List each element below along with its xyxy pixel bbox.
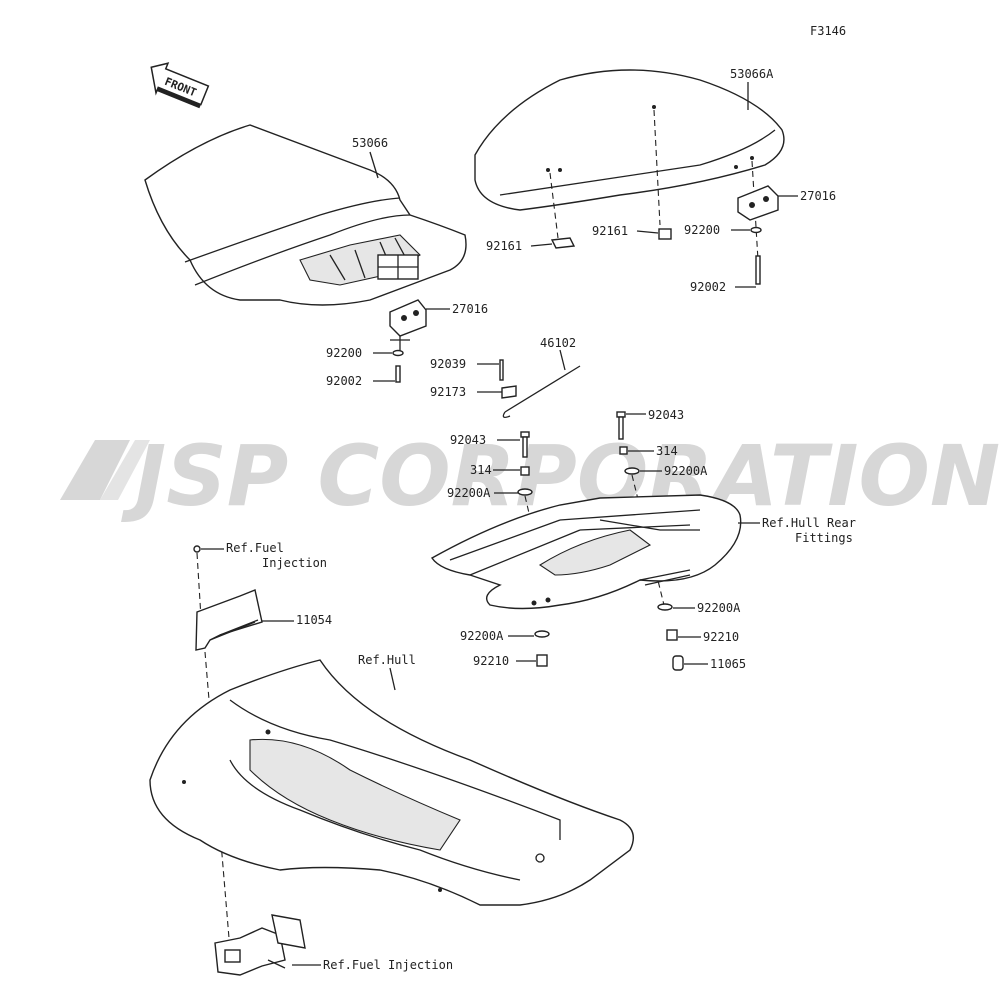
bolt-left-head (520, 431, 530, 438)
cap (672, 655, 684, 671)
clip-left (550, 237, 576, 249)
front-arrow-icon: FRONT (150, 62, 210, 109)
label-ref-hull-rear-2: Fittings (795, 531, 853, 545)
label-hinge-front: 27016 (452, 302, 488, 316)
front-seat (144, 124, 467, 306)
bolt-right (618, 416, 624, 440)
label-washer-left-bottom: 92200A (460, 629, 504, 643)
label-seat-rear: 53066A (730, 67, 774, 81)
label-pin: 92039 (430, 357, 466, 371)
label-clip-right: 92161 (592, 224, 628, 238)
label-ref-fuel-1: Ref.Fuel (226, 541, 284, 555)
label-bolt-left: 92043 (450, 433, 486, 447)
washer-left-top (517, 488, 533, 496)
ref-fuel-screw (193, 545, 201, 553)
hull (149, 659, 634, 906)
label-collar-right: 314 (656, 444, 678, 458)
rear-hinge (737, 185, 779, 221)
washer-left-bottom (534, 630, 550, 638)
label-collar-left: 314 (470, 463, 492, 477)
label-ref-fuel-bottom: Ref.Fuel Injection (323, 958, 453, 972)
label-ref-hull: Ref.Hull (358, 653, 416, 667)
label-clamp: 92173 (430, 385, 466, 399)
label-bolt-rear: 92002 (690, 280, 726, 294)
watermark: JSP CORPORATION (60, 427, 1000, 525)
label-cap: 11065 (710, 657, 746, 671)
washer-right-top (624, 467, 640, 475)
label-nut-left: 92210 (473, 654, 509, 668)
label-seat-front: 53066 (352, 136, 388, 150)
bracket (195, 589, 263, 651)
label-nut-right: 92210 (703, 630, 739, 644)
washer-right-bottom (657, 603, 673, 611)
pin (499, 359, 504, 381)
label-bolt-right: 92043 (648, 408, 684, 422)
front-hinge (389, 299, 427, 352)
bolt-front (395, 365, 401, 383)
label-washer-right-bottom: 92200A (697, 601, 741, 615)
label-washer-front: 92200 (326, 346, 362, 360)
hull-rear-fittings (430, 494, 742, 610)
label-washer-rear: 92200 (684, 223, 720, 237)
nut-left (536, 654, 548, 667)
seat-rod (502, 365, 581, 418)
bolt-left (522, 436, 528, 458)
label-washer-right-top: 92200A (664, 464, 708, 478)
clip-right (658, 228, 672, 240)
bolt-right-head (616, 411, 626, 418)
nut-right (666, 629, 678, 641)
label-ref-hull-rear-1: Ref.Hull Rear (762, 516, 856, 530)
bolt-rear (755, 255, 761, 285)
label-rod: 46102 (540, 336, 576, 350)
fuel-injection-bracket (214, 914, 306, 976)
label-bolt-front: 92002 (326, 374, 362, 388)
collar-right (619, 446, 628, 455)
washer-rear (750, 226, 762, 234)
label-ref-fuel-2: Injection (262, 556, 327, 570)
label-bracket: 11054 (296, 613, 332, 627)
clamp (501, 385, 517, 399)
diagram-code: F3146 (810, 24, 846, 38)
collar-left (520, 466, 530, 476)
label-washer-left-top: 92200A (447, 486, 491, 500)
label-clip-left: 92161 (486, 239, 522, 253)
washer-front (392, 349, 404, 357)
label-hinge-rear: 27016 (800, 189, 836, 203)
rear-seat (474, 69, 785, 211)
